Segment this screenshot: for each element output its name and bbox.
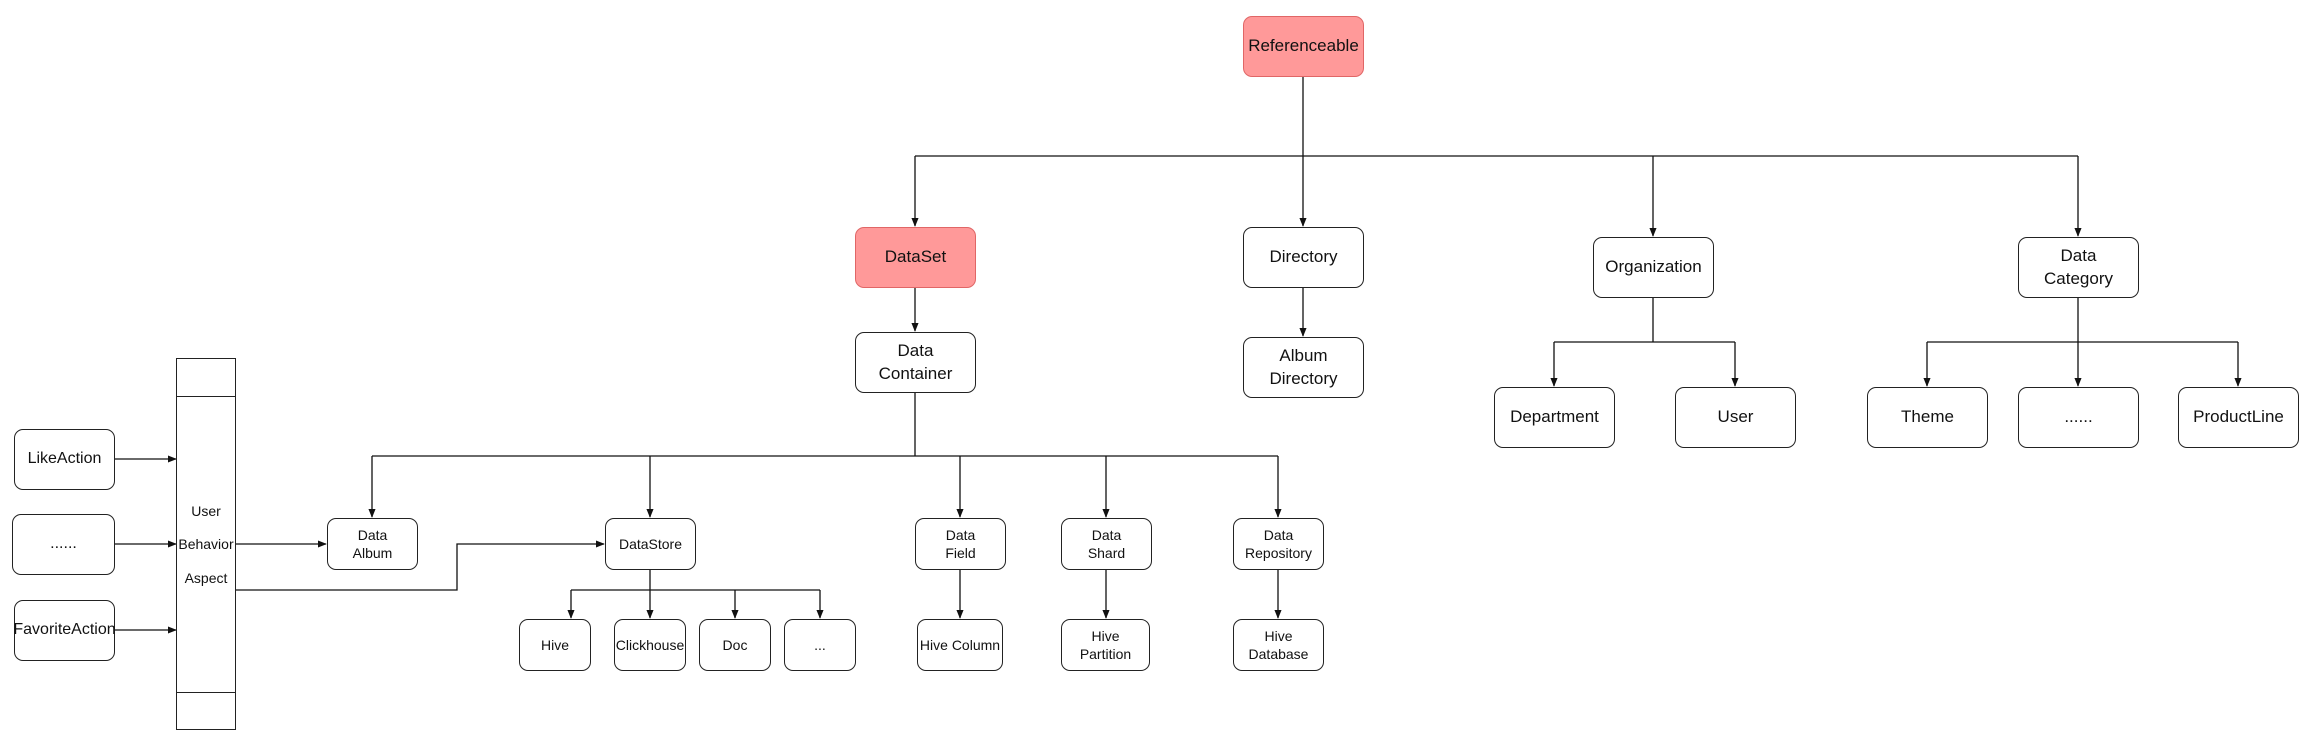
node-favorite-action[interactable]: FavoriteAction <box>13 600 116 661</box>
node-organization[interactable]: Organization <box>1593 237 1714 298</box>
aspect-label-behavior: Behavior <box>178 536 234 552</box>
node-datastore[interactable]: DataStore <box>605 518 696 570</box>
node-action-ellipsis[interactable]: ...... <box>12 514 115 575</box>
node-user[interactable]: User <box>1675 387 1796 448</box>
node-hive-database[interactable]: Hive Database <box>1233 619 1324 671</box>
aspect-label-aspect: Aspect <box>184 570 228 586</box>
node-referenceable[interactable]: Referenceable <box>1243 16 1364 77</box>
node-directory[interactable]: Directory <box>1243 227 1364 288</box>
node-data-album[interactable]: Data Album <box>327 518 418 570</box>
aspect-bottom-divider <box>177 692 235 693</box>
node-album-directory[interactable]: Album Directory <box>1243 337 1364 398</box>
node-category-ellipsis[interactable]: ...... <box>2018 387 2139 448</box>
aspect-label-user: User <box>191 503 221 519</box>
node-department[interactable]: Department <box>1494 387 1615 448</box>
edge-aspect-to-datastore <box>236 540 605 591</box>
aspect-top-divider <box>177 396 235 397</box>
node-data-field[interactable]: Data Field <box>915 518 1006 570</box>
node-data-container[interactable]: Data Container <box>855 332 976 393</box>
user-behavior-aspect[interactable]: User Behavior Aspect <box>176 358 236 730</box>
node-hive-column[interactable]: Hive Column <box>917 619 1003 671</box>
node-data-shard[interactable]: Data Shard <box>1061 518 1152 570</box>
node-doc[interactable]: Doc <box>699 619 771 671</box>
node-data-category[interactable]: Data Category <box>2018 237 2139 298</box>
node-theme[interactable]: Theme <box>1867 387 1988 448</box>
node-hive[interactable]: Hive <box>519 619 591 671</box>
node-clickhouse[interactable]: Clickhouse <box>614 619 686 671</box>
node-dataset[interactable]: DataSet <box>855 227 976 288</box>
node-data-repository[interactable]: Data Repository <box>1233 518 1324 570</box>
node-hive-partition[interactable]: Hive Partition <box>1061 619 1150 671</box>
node-store-ellipsis[interactable]: ... <box>784 619 856 671</box>
node-like-action[interactable]: LikeAction <box>14 429 115 490</box>
node-productline[interactable]: ProductLine <box>2178 387 2299 448</box>
